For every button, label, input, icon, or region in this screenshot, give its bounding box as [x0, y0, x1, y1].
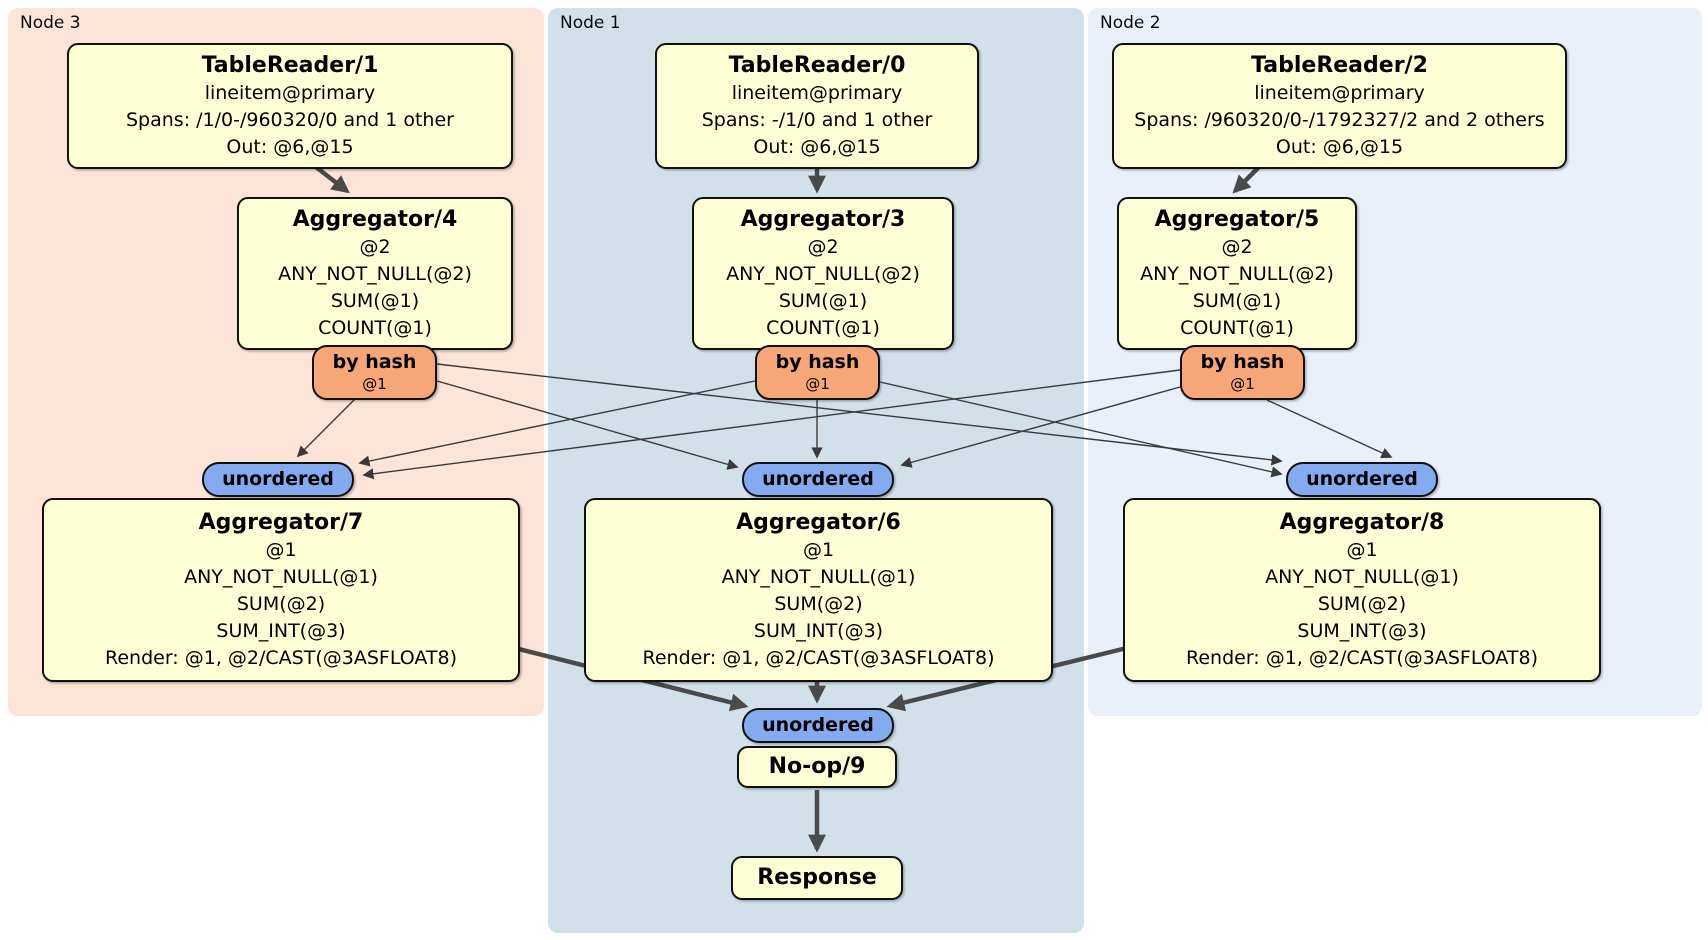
tablereader-1-title: TableReader/1	[201, 53, 379, 78]
response-title: Response	[757, 865, 877, 890]
aggregator-7-box: Aggregator/7 @1 ANY_NOT_NULL(@1) SUM(@2)…	[42, 498, 520, 682]
aggregator-8-line: SUM_INT(@3)	[1297, 620, 1427, 642]
edge-byhash2-unordered3	[362, 369, 1181, 480]
tablereader-2-out: Out: @6,@15	[1275, 136, 1404, 158]
tablereader-1-index: lineitem@primary	[204, 82, 376, 104]
aggregator-7-line: Render: @1, @2/CAST(@3ASFLOAT8)	[105, 647, 457, 669]
stream-unordered-final: unordered	[742, 708, 894, 743]
aggregator-3-title: Aggregator/3	[740, 207, 906, 232]
tablereader-0-title: TableReader/0	[728, 53, 906, 78]
hash-router-node2-label: by hash	[1200, 351, 1285, 373]
tablereader-0-box: TableReader/0 lineitem@primary Spans: -/…	[655, 43, 979, 169]
stream-unordered-node1: unordered	[742, 462, 894, 497]
tablereader-2-spans: Spans: /960320/0-/1792327/2 and 2 others	[1134, 109, 1545, 131]
stream-unordered-node3: unordered	[202, 462, 354, 497]
aggregator-6-line: SUM_INT(@3)	[753, 620, 884, 642]
aggregator-7-line: SUM(@2)	[236, 593, 326, 615]
node1-label: Node 1	[560, 13, 621, 33]
aggregator-8-title: Aggregator/8	[1279, 510, 1445, 535]
aggregator-6-line: SUM(@2)	[774, 593, 863, 615]
aggregator-4-title: Aggregator/4	[292, 207, 458, 232]
aggregator-7-line: SUM_INT(@3)	[216, 620, 346, 642]
node3-label: Node 3	[20, 13, 81, 33]
tablereader-2-title: TableReader/2	[1251, 53, 1428, 78]
aggregator-5-box: Aggregator/5 @2 ANY_NOT_NULL(@2) SUM(@1)…	[1117, 197, 1357, 350]
aggregator-6-line: @1	[802, 539, 835, 561]
tablereader-2-box: TableReader/2 lineitem@primary Spans: /9…	[1112, 43, 1567, 169]
aggregator-8-line: Render: @1, @2/CAST(@3ASFLOAT8)	[1186, 647, 1538, 669]
hash-router-node2-key: @1	[1230, 375, 1255, 393]
edge-byhash3-unordered2	[436, 363, 1283, 466]
aggregator-3-line: @2	[807, 236, 839, 258]
aggregator-8-box: Aggregator/8 @1 ANY_NOT_NULL(@1) SUM(@2)…	[1123, 498, 1601, 682]
aggregator-6-line: Render: @1, @2/CAST(@3ASFLOAT8)	[642, 647, 995, 669]
aggregator-4-line: @2	[359, 236, 391, 258]
aggregator-5-line: ANY_NOT_NULL(@2)	[1140, 263, 1334, 285]
hash-router-node1: by hash @1	[755, 345, 880, 400]
hash-router-node3-key: @1	[362, 375, 387, 393]
tablereader-0-index: lineitem@primary	[731, 82, 903, 104]
aggregator-3-line: COUNT(@1)	[766, 317, 880, 339]
tablereader-1-out: Out: @6,@15	[226, 136, 354, 158]
hash-router-node1-label: by hash	[775, 351, 860, 373]
aggregator-4-line: SUM(@1)	[330, 290, 420, 312]
tablereader-1-box: TableReader/1 lineitem@primary Spans: /1…	[67, 43, 513, 169]
edge-byhash3-unordered3	[296, 397, 357, 458]
aggregator-5-title: Aggregator/5	[1154, 207, 1320, 232]
aggregator-8-line: @1	[1346, 539, 1378, 561]
hash-router-node1-key: @1	[805, 375, 830, 393]
aggregator-3-box: Aggregator/3 @2 ANY_NOT_NULL(@2) SUM(@1)…	[692, 197, 954, 350]
aggregator-3-line: SUM(@1)	[778, 290, 868, 312]
aggregator-4-line: ANY_NOT_NULL(@2)	[278, 263, 472, 285]
stream-unordered-node2: unordered	[1286, 462, 1438, 497]
aggregator-6-title: Aggregator/6	[736, 510, 901, 535]
aggregator-5-line: COUNT(@1)	[1180, 317, 1294, 339]
edge-byhash2-unordered2	[1266, 399, 1393, 459]
hash-router-node2: by hash @1	[1180, 345, 1305, 400]
aggregator-7-line: @1	[265, 539, 297, 561]
aggregator-8-line: SUM(@2)	[1317, 593, 1407, 615]
tablereader-0-out: Out: @6,@15	[753, 136, 881, 158]
noop-9-title: No-op/9	[768, 754, 866, 779]
node2-label: Node 2	[1100, 13, 1161, 33]
hash-router-node3-label: by hash	[332, 351, 417, 373]
noop-9-box: No-op/9	[737, 746, 897, 788]
aggregator-5-line: @2	[1221, 236, 1253, 258]
tablereader-0-spans: Spans: -/1/0 and 1 other	[701, 109, 933, 131]
aggregator-5-line: SUM(@1)	[1192, 290, 1282, 312]
tablereader-2-index: lineitem@primary	[1254, 82, 1425, 104]
edge-byhash1-unordered2	[879, 381, 1283, 478]
edge-byhash3-unordered1	[436, 380, 739, 470]
aggregator-4-line: COUNT(@1)	[318, 317, 432, 339]
aggregator-7-line: ANY_NOT_NULL(@1)	[184, 566, 378, 588]
aggregator-8-line: ANY_NOT_NULL(@1)	[1265, 566, 1459, 588]
hash-router-node3: by hash @1	[312, 345, 437, 400]
edge-byhash1-unordered3	[358, 380, 756, 467]
aggregator-7-title: Aggregator/7	[198, 510, 364, 535]
response-box: Response	[731, 856, 903, 900]
tablereader-1-spans: Spans: /1/0-/960320/0 and 1 other	[126, 109, 454, 131]
edge-byhash2-unordered1	[900, 386, 1181, 468]
aggregator-6-box: Aggregator/6 @1 ANY_NOT_NULL(@1) SUM(@2)…	[584, 498, 1053, 682]
aggregator-3-line: ANY_NOT_NULL(@2)	[726, 263, 920, 285]
aggregator-4-box: Aggregator/4 @2 ANY_NOT_NULL(@2) SUM(@1)…	[237, 197, 513, 350]
aggregator-6-line: ANY_NOT_NULL(@1)	[721, 566, 916, 588]
